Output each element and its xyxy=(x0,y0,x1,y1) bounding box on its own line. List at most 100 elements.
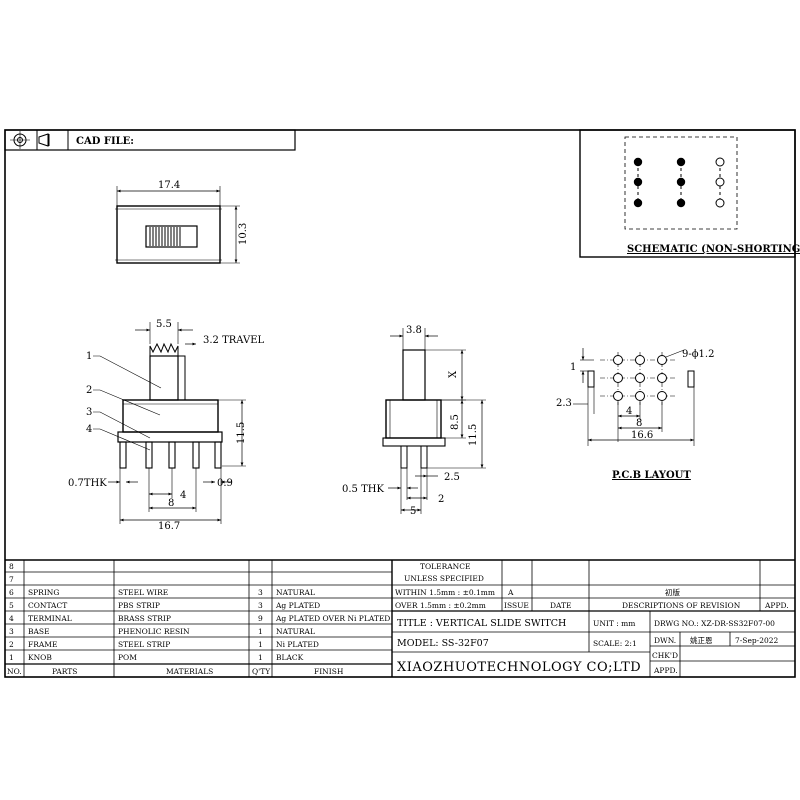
bom-material: PHENOLIC RESIN xyxy=(118,627,190,636)
dwn-label: DWN. xyxy=(654,636,676,645)
bom-part: SPRING xyxy=(28,588,59,597)
end-thk-label: 0.5 THK xyxy=(342,484,384,495)
end-dim-85: 8.5 xyxy=(450,414,461,430)
bom-part: KNOB xyxy=(28,653,52,662)
pcb-dim-4: 4 xyxy=(626,406,632,417)
bom-finish: NATURAL xyxy=(276,627,315,636)
bom-material: POM xyxy=(118,653,137,662)
schematic-contacts xyxy=(633,157,725,208)
pcb-hole-label: 9-ϕ1.2 xyxy=(682,349,714,360)
pcb-dim-23: 2.3 xyxy=(556,398,572,409)
bom-finish: Ag PLATED OVER Ni PLATED xyxy=(275,614,390,623)
header-materials: MATERIALS xyxy=(166,667,213,676)
bom-finish: BLACK xyxy=(276,653,304,662)
part-callout-2: 2 xyxy=(86,385,92,396)
end-x-label: X xyxy=(448,370,459,378)
cad-file-label: CAD FILE: xyxy=(76,136,134,147)
pcb-dim-166: 16.6 xyxy=(631,430,653,441)
end-dim-25: 2.5 xyxy=(444,472,460,483)
bom-rows: SPRING STEEL WIRE 3 NATURAL CONTACT PBS … xyxy=(28,588,390,662)
revision-descriptions: DESCRIPTIONS OF REVISION xyxy=(622,601,741,610)
bom-part: CONTACT xyxy=(28,601,67,610)
drawing-title: TITLE : VERTICAL SLIDE SWITCH xyxy=(397,618,566,629)
bom-finish: Ag PLATED xyxy=(275,601,320,610)
title-block: TITLE : VERTICAL SLIDE SWITCH UNIT : mm … xyxy=(397,618,779,675)
revision-block: A ISSUE DATE DESCRIPTIONS OF REVISION AP… xyxy=(504,587,789,610)
cad-file-header: CAD FILE: xyxy=(4,129,296,151)
header-finish: FINISH xyxy=(314,667,344,676)
side-pitch-half: 4 xyxy=(180,490,186,501)
revision-entry-note: 初版 xyxy=(665,587,680,597)
end-dim-115: 11.5 xyxy=(468,424,479,446)
tolerance-within: WITHIN 1.5mm : ±0.1mm xyxy=(395,588,495,597)
appd-label: APPD. xyxy=(653,666,678,675)
bom-qty: 9 xyxy=(258,614,263,623)
part-callout-4: 4 xyxy=(86,424,92,435)
row-no-7: 7 xyxy=(9,575,14,584)
side-pitch-full: 8 xyxy=(168,498,174,509)
header-qty: Q'TY xyxy=(252,667,271,676)
side-thk-label: 0.7THK xyxy=(68,478,107,489)
side-view: 5.5 3.2 TRAVEL 11.5 1 2 3 4 0.7THK 4 8 xyxy=(68,319,265,532)
end-dim-5: 5 xyxy=(410,506,416,517)
revision-issue: ISSUE xyxy=(504,601,529,610)
side-knob-dim: 5.5 xyxy=(156,319,172,330)
title-block-grid xyxy=(392,611,795,677)
end-view: 3.8 X 8.5 11.5 0.5 THK 2.5 2 5 xyxy=(342,325,486,517)
bom-qty: 3 xyxy=(258,588,263,597)
pcb-layout: 9-ϕ1.2 1 2.3 4 8 16.6 P.C.B LAYOUT xyxy=(556,348,714,481)
scale-label: SCALE: 2:1 xyxy=(593,639,637,648)
end-knob-dim: 3.8 xyxy=(406,325,422,336)
bom-material: STEEL WIRE xyxy=(118,588,168,597)
pcb-dim-1: 1 xyxy=(570,362,576,373)
dwn-value: 姚正恩 xyxy=(690,635,713,645)
side-height-dim: 11.5 xyxy=(236,422,247,444)
bom-finish: NATURAL xyxy=(276,588,315,597)
schematic-caption: SCHEMATIC (NON-SHORTING) xyxy=(627,244,800,255)
bom-qty: 3 xyxy=(258,601,263,610)
unit-label: UNIT : mm xyxy=(593,619,635,628)
schematic-view: SCHEMATIC (NON-SHORTING) xyxy=(579,129,800,258)
pcb-dim-8: 8 xyxy=(636,418,642,429)
sheet-border xyxy=(4,129,796,678)
bom-qty: 1 xyxy=(258,653,263,662)
row-no-1: 1 xyxy=(9,653,14,662)
dwn-date: 7-Sep-2022 xyxy=(735,636,779,645)
top-view: 17.4 10.3 xyxy=(115,180,249,264)
row-no-8: 8 xyxy=(9,562,14,571)
part-callout-1: 1 xyxy=(86,351,92,362)
part-callout-3: 3 xyxy=(86,407,92,418)
top-width-dim: 17.4 xyxy=(158,180,180,191)
row-no-3: 3 xyxy=(9,627,14,636)
bom-material: PBS STRIP xyxy=(118,601,160,610)
tolerance-block: TOLERANCE UNLESS SPECIFIED WITHIN 1.5mm … xyxy=(395,562,495,610)
bom-qty: 1 xyxy=(258,627,263,636)
bom-part: TERMINAL xyxy=(28,614,72,623)
row-no-6: 6 xyxy=(9,588,14,597)
bom-material: BRASS STRIP xyxy=(118,614,171,623)
tolerance-over: OVER 1.5mm : ±0.2mm xyxy=(395,601,486,610)
projection-symbol-icon xyxy=(10,131,50,149)
bom-qty: 1 xyxy=(258,640,263,649)
pcb-caption: P.C.B LAYOUT xyxy=(612,470,691,481)
revision-appd: APPD. xyxy=(764,601,789,610)
bom-table xyxy=(5,559,393,677)
header-parts: PARTS xyxy=(52,667,77,676)
bom-part: BASE xyxy=(28,627,50,636)
company-name: XIAOZHUOTECHNOLOGY CO;LTD xyxy=(397,660,641,675)
bom-row-numbers: 8 7 6 5 4 3 2 1 xyxy=(9,562,14,662)
bom-header: NO. PARTS MATERIALS Q'TY FINISH xyxy=(7,667,344,676)
drawing-number: DRWG NO.: XZ-DR-SS32F07-00 xyxy=(654,619,775,628)
side-pin-dim: 0.9 xyxy=(217,478,233,489)
revision-a: A xyxy=(507,588,514,597)
bom-part: FRAME xyxy=(28,640,57,649)
tolerance-subtitle: UNLESS SPECIFIED xyxy=(404,574,484,583)
bom-material: STEEL STRIP xyxy=(118,640,170,649)
row-no-5: 5 xyxy=(9,601,14,610)
row-no-2: 2 xyxy=(9,640,14,649)
row-no-4: 4 xyxy=(9,614,14,623)
side-length-dim: 16.7 xyxy=(158,521,180,532)
model-label: MODEL: SS-32F07 xyxy=(397,638,489,649)
chkd-label: CHK'D xyxy=(652,651,678,660)
